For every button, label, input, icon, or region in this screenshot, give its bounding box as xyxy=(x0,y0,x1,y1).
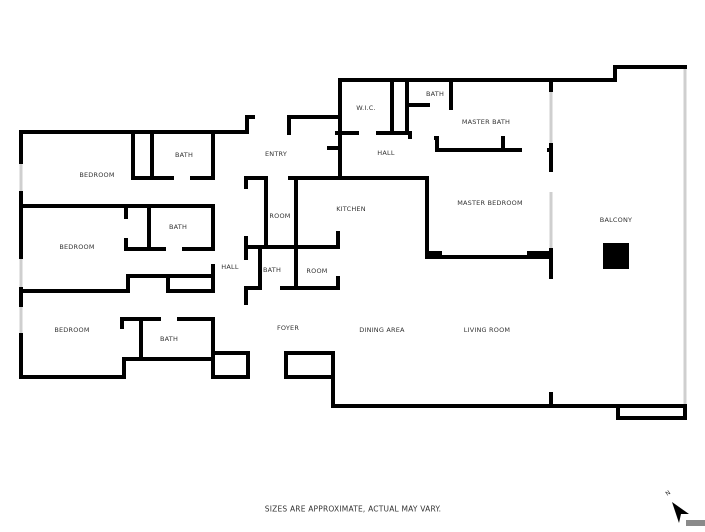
wall xyxy=(182,204,215,251)
wall xyxy=(244,176,268,249)
columns xyxy=(427,243,629,269)
room-label-bath-2: BATH xyxy=(168,223,188,231)
room-label-foyer: FOYER xyxy=(276,324,300,332)
wall xyxy=(122,351,215,361)
room-label-master-bedroom: MASTER BEDROOM xyxy=(457,199,523,207)
room-label-bedroom-2: BEDROOM xyxy=(59,243,95,251)
column xyxy=(527,251,551,259)
wall xyxy=(284,351,335,379)
wall xyxy=(166,274,215,293)
wall xyxy=(244,231,340,249)
room-label-hall-left: HALL xyxy=(221,263,239,271)
compass: N xyxy=(663,489,703,528)
room-label-hall-right: HALL xyxy=(377,149,395,157)
room-label-bath-4: BATH xyxy=(262,266,282,274)
room-label-entry: ENTRY xyxy=(264,150,288,158)
room-label-bedroom-1: BEDROOM xyxy=(79,171,115,179)
wall xyxy=(280,276,340,290)
wall xyxy=(177,317,215,355)
room-label-bath-5: BATH xyxy=(425,90,445,98)
north-arrow-icon xyxy=(672,502,689,523)
room-label-bath-1: BATH xyxy=(174,151,194,159)
room-label-bath-3: BATH xyxy=(159,335,179,343)
wall xyxy=(131,130,154,180)
windows xyxy=(19,67,687,418)
wall xyxy=(331,375,687,420)
wall xyxy=(338,65,687,82)
walls xyxy=(19,65,687,420)
scale-bar xyxy=(686,520,705,526)
room-label-dining-area: DINING AREA xyxy=(359,326,405,334)
wall xyxy=(405,131,412,139)
wall xyxy=(19,264,215,293)
disclaimer-text: SIZES ARE APPROXIMATE, ACTUAL MAY VARY. xyxy=(264,504,442,514)
room-label-bedroom-3: BEDROOM xyxy=(54,326,90,334)
wall xyxy=(211,351,250,379)
wall xyxy=(124,204,151,251)
room-label-wic: W.I.C. xyxy=(356,104,376,112)
room-label-kitchen: KITCHEN xyxy=(336,205,366,213)
room-label-room-2: ROOM xyxy=(306,267,328,275)
wall xyxy=(19,115,255,134)
wall xyxy=(434,136,522,152)
wall xyxy=(190,130,215,180)
wall xyxy=(19,360,126,379)
room-label-master-bath: MASTER BATH xyxy=(461,118,511,126)
room-label-balcony: BALCONY xyxy=(599,216,633,224)
column xyxy=(603,243,629,269)
room-label-room-1: ROOM xyxy=(269,212,291,220)
wall xyxy=(376,78,394,135)
room-label-living-room: LIVING ROOM xyxy=(463,326,511,334)
column xyxy=(427,251,442,258)
wall xyxy=(390,78,409,135)
